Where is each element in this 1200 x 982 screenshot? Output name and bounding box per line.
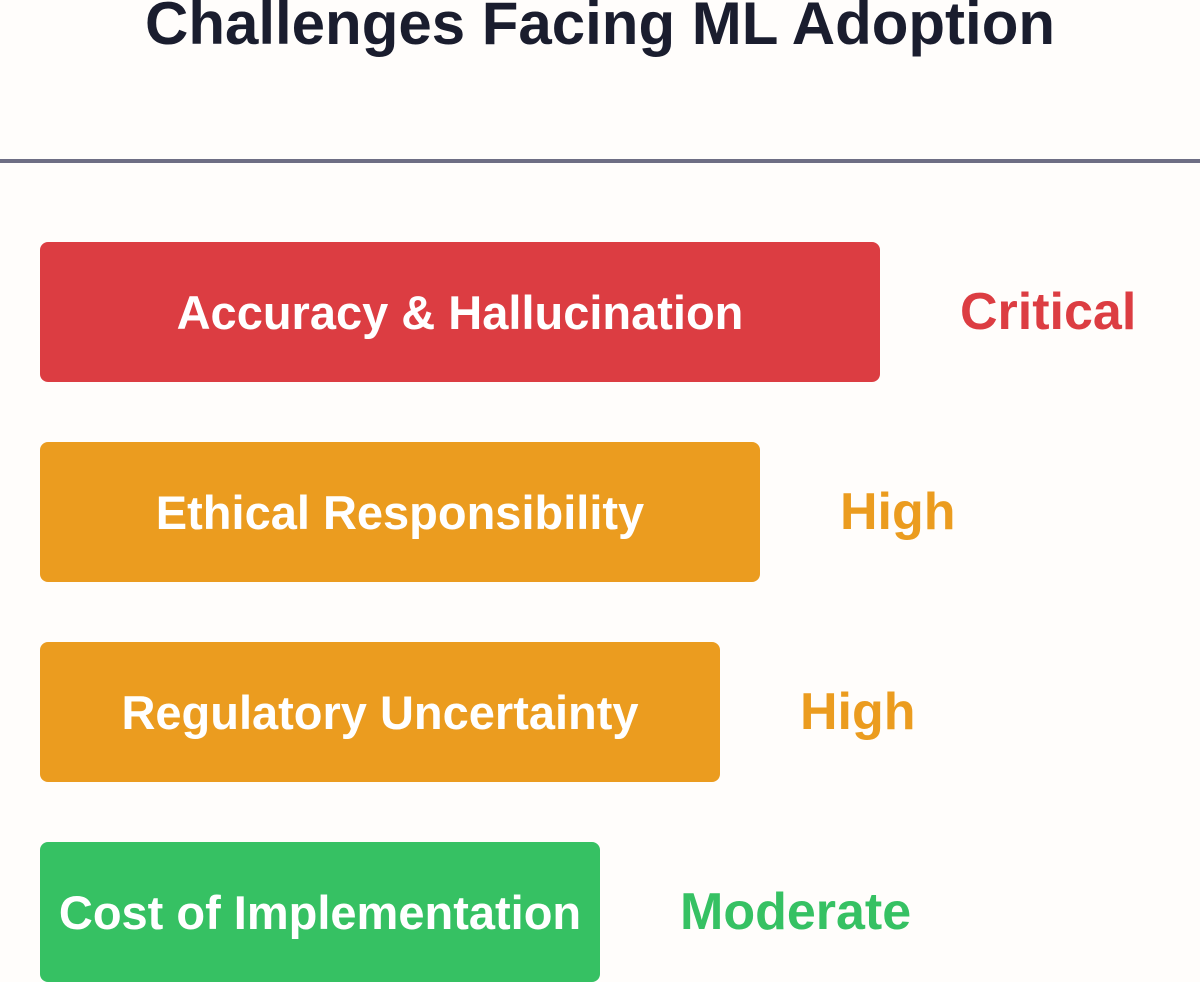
bar: Regulatory Uncertainty xyxy=(40,642,720,782)
bar: Ethical Responsibility xyxy=(40,442,760,582)
bar-label: Regulatory Uncertainty xyxy=(121,685,639,739)
bar-label: Cost of Implementation xyxy=(58,885,582,939)
bar: Cost of Implementation xyxy=(40,842,600,982)
chart-title: Challenges Facing ML Adoption xyxy=(144,0,1056,57)
severity-label: High xyxy=(800,683,916,741)
bar-label: Accuracy & Hallucination xyxy=(176,285,744,339)
bar: Accuracy & Hallucination xyxy=(40,242,880,382)
bar-label: Ethical Responsibility xyxy=(155,485,645,539)
severity-label: High xyxy=(840,483,956,541)
title-divider xyxy=(0,159,1200,163)
severity-label: Critical xyxy=(960,283,1137,341)
severity-label: Moderate xyxy=(680,883,912,941)
